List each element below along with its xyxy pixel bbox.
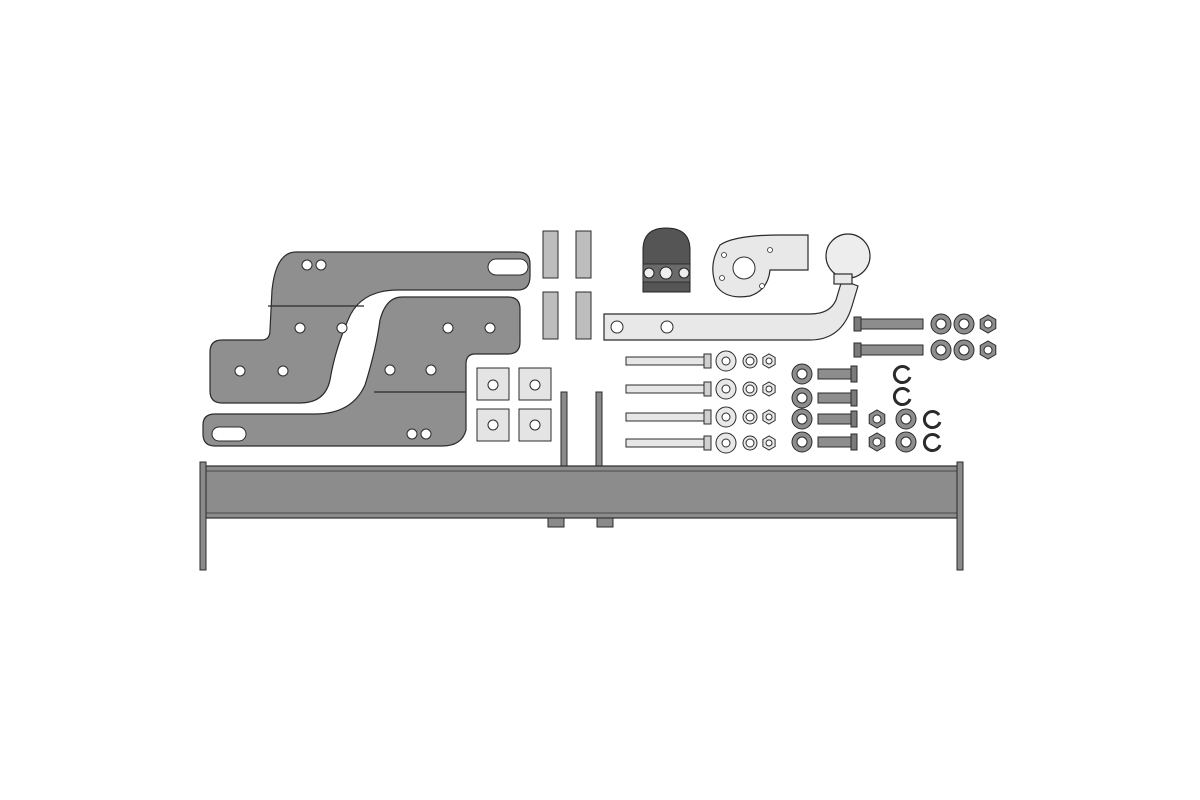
- long-bolt-icon: [625, 435, 712, 451]
- washer-icon: [895, 408, 917, 430]
- washer-icon: [791, 408, 813, 430]
- washer-icon: [922, 410, 942, 429]
- square-plate-icon: [476, 367, 510, 401]
- hex-nut-icon: [762, 409, 776, 425]
- spacer-sleeve-icon: [542, 230, 559, 279]
- washer-icon: [742, 435, 758, 451]
- washer-icon: [715, 406, 737, 428]
- hex-nut-icon: [868, 432, 886, 452]
- washer-icon: [930, 313, 952, 335]
- washer-icon: [922, 433, 942, 452]
- long-bolt-icon: [625, 381, 712, 397]
- washer-icon: [715, 350, 737, 372]
- washer-icon: [895, 431, 917, 453]
- hex-nut-icon: [979, 314, 997, 334]
- bolt-icon: [853, 342, 924, 358]
- short-bolt-icon: [817, 433, 858, 451]
- washer-icon: [892, 387, 912, 406]
- hex-nut-icon: [868, 409, 886, 429]
- hex-nut-icon: [762, 435, 776, 451]
- washer-icon: [715, 378, 737, 400]
- washer-icon: [715, 432, 737, 454]
- spacer-sleeve-icon: [575, 230, 592, 279]
- short-bolt-icon: [817, 389, 858, 407]
- long-bolt-icon: [625, 409, 712, 425]
- spacer-sleeve-icon: [575, 291, 592, 340]
- washer-icon: [930, 339, 952, 361]
- spacer-sleeve-icon: [542, 291, 559, 340]
- square-plate-icon: [476, 408, 510, 442]
- washer-icon: [742, 381, 758, 397]
- long-bolt-icon: [625, 353, 712, 369]
- square-plate-icon: [518, 367, 552, 401]
- washer-icon: [791, 431, 813, 453]
- washer-icon: [742, 409, 758, 425]
- washer-icon: [892, 365, 912, 384]
- short-bolt-icon: [817, 410, 858, 428]
- tow-ball-icon: [603, 233, 871, 341]
- washer-icon: [791, 363, 813, 385]
- mounting-bracket-icon: [209, 251, 531, 404]
- square-plate-icon: [518, 408, 552, 442]
- mounting-bracket-icon: [202, 296, 521, 447]
- hex-nut-icon: [979, 340, 997, 360]
- washer-icon: [742, 353, 758, 369]
- short-bolt-icon: [817, 365, 858, 383]
- socket-plate-icon: [712, 234, 809, 298]
- cross-beam-icon: [199, 391, 964, 571]
- hex-nut-icon: [762, 381, 776, 397]
- washer-icon: [791, 387, 813, 409]
- washer-icon: [953, 313, 975, 335]
- washer-icon: [953, 339, 975, 361]
- electrical-socket-icon: [642, 227, 691, 293]
- hex-nut-icon: [762, 353, 776, 369]
- bolt-icon: [853, 316, 924, 332]
